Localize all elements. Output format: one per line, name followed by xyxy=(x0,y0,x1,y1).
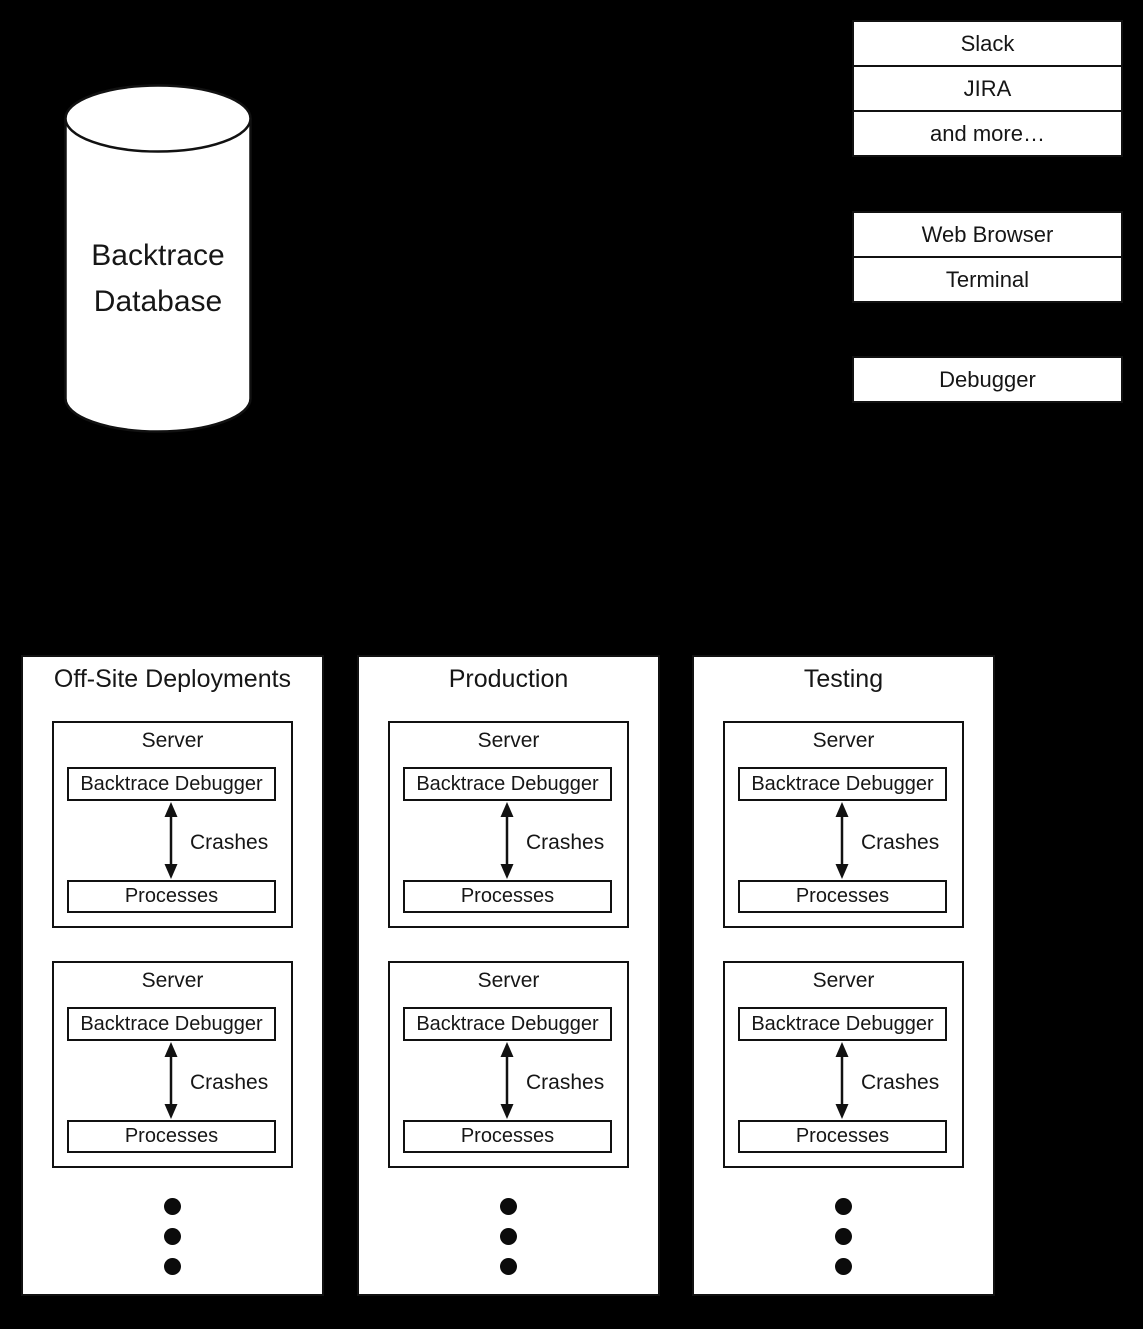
server-card: Server Backtrace Debugger Crashes Proces… xyxy=(52,961,293,1168)
dot xyxy=(835,1228,852,1245)
crashes-label: Crashes xyxy=(526,1071,605,1094)
dot xyxy=(500,1228,517,1245)
crashes-label: Crashes xyxy=(190,831,269,854)
backtrace-debugger-label: Backtrace Debugger xyxy=(751,772,934,795)
jira-label: JIRA xyxy=(963,75,1012,101)
and-more-box: and more… xyxy=(852,110,1123,157)
processes-label: Processes xyxy=(124,885,219,907)
double-arrow-icon xyxy=(500,1042,514,1119)
processes-box: Processes xyxy=(738,1120,947,1153)
server-title: Server xyxy=(812,729,875,752)
processes-label: Processes xyxy=(460,885,555,907)
clients-stack: Web Browser Terminal xyxy=(852,211,1123,303)
debugger-box: Debugger xyxy=(852,356,1123,403)
server-title: Server xyxy=(141,729,204,752)
ellipsis-dots xyxy=(23,1198,322,1275)
panel-title: Production xyxy=(448,665,569,693)
server-card: Server Backtrace Debugger Crashes Proces… xyxy=(388,961,629,1168)
crashes-label: Crashes xyxy=(190,1071,269,1094)
server-card: Server Backtrace Debugger Crashes Proces… xyxy=(723,721,964,928)
terminal-box: Terminal xyxy=(852,256,1123,303)
panel-title: Off-Site Deployments xyxy=(53,665,292,693)
processes-box: Processes xyxy=(67,1120,276,1153)
slack-box: Slack xyxy=(852,20,1123,67)
jira-box: JIRA xyxy=(852,65,1123,112)
backtrace-debugger-label: Backtrace Debugger xyxy=(80,772,263,795)
panel-title: Testing xyxy=(803,665,884,693)
terminal-label: Terminal xyxy=(945,266,1030,292)
processes-box: Processes xyxy=(738,880,947,913)
crashes-label: Crashes xyxy=(526,831,605,854)
backtrace-debugger-box: Backtrace Debugger xyxy=(403,1007,612,1041)
processes-box: Processes xyxy=(403,1120,612,1153)
panel-testing: Testing Server Backtrace Debugger Crashe… xyxy=(692,655,995,1296)
processes-label: Processes xyxy=(795,885,890,907)
dot xyxy=(164,1198,181,1215)
dot xyxy=(164,1228,181,1245)
dot xyxy=(500,1198,517,1215)
ellipsis-dots xyxy=(694,1198,993,1275)
server-title: Server xyxy=(812,969,875,992)
processes-label: Processes xyxy=(460,1125,555,1147)
double-arrow-icon xyxy=(835,802,849,879)
processes-box: Processes xyxy=(403,880,612,913)
web-browser-box: Web Browser xyxy=(852,211,1123,258)
and-more-label: and more… xyxy=(930,120,1045,146)
processes-box: Processes xyxy=(67,880,276,913)
backtrace-debugger-label: Backtrace Debugger xyxy=(416,772,599,795)
double-arrow-icon xyxy=(164,1042,178,1119)
double-arrow-icon xyxy=(164,802,178,879)
processes-label: Processes xyxy=(795,1125,890,1147)
ellipsis-dots xyxy=(359,1198,658,1275)
double-arrow-icon xyxy=(500,802,514,879)
database-label-line2: Database xyxy=(93,285,223,318)
double-arrow-icon xyxy=(835,1042,849,1119)
backtrace-debugger-label: Backtrace Debugger xyxy=(751,1012,934,1035)
integrations-stack: Slack JIRA and more… xyxy=(852,20,1123,157)
web-browser-label: Web Browser xyxy=(921,221,1054,247)
processes-label: Processes xyxy=(124,1125,219,1147)
backtrace-database-cylinder: Backtrace Database xyxy=(63,83,253,434)
slack-label: Slack xyxy=(960,30,1015,56)
backtrace-debugger-box: Backtrace Debugger xyxy=(67,1007,276,1041)
debugger-stack: Debugger xyxy=(852,356,1123,403)
dot xyxy=(835,1198,852,1215)
panel-production: Production Server Backtrace Debugger Cra… xyxy=(357,655,660,1296)
server-title: Server xyxy=(141,969,204,992)
dot xyxy=(164,1258,181,1275)
crashes-label: Crashes xyxy=(861,831,940,854)
backtrace-debugger-box: Backtrace Debugger xyxy=(403,767,612,801)
crashes-label: Crashes xyxy=(861,1071,940,1094)
panel-off-site-deployments: Off-Site Deployments Server Backtrace De… xyxy=(21,655,324,1296)
server-card: Server Backtrace Debugger Crashes Proces… xyxy=(52,721,293,928)
dot xyxy=(500,1258,517,1275)
backtrace-debugger-box: Backtrace Debugger xyxy=(738,1007,947,1041)
dot xyxy=(835,1258,852,1275)
server-card: Server Backtrace Debugger Crashes Proces… xyxy=(723,961,964,1168)
backtrace-debugger-box: Backtrace Debugger xyxy=(67,767,276,801)
backtrace-debugger-label: Backtrace Debugger xyxy=(80,1012,263,1035)
database-cylinder-icon xyxy=(64,84,252,433)
database-label: Backtrace Database xyxy=(63,233,253,325)
server-title: Server xyxy=(477,729,540,752)
backtrace-debugger-box: Backtrace Debugger xyxy=(738,767,947,801)
debugger-label: Debugger xyxy=(939,366,1036,392)
backtrace-debugger-label: Backtrace Debugger xyxy=(416,1012,599,1035)
database-label-line1: Backtrace xyxy=(91,239,225,272)
server-card: Server Backtrace Debugger Crashes Proces… xyxy=(388,721,629,928)
server-title: Server xyxy=(477,969,540,992)
